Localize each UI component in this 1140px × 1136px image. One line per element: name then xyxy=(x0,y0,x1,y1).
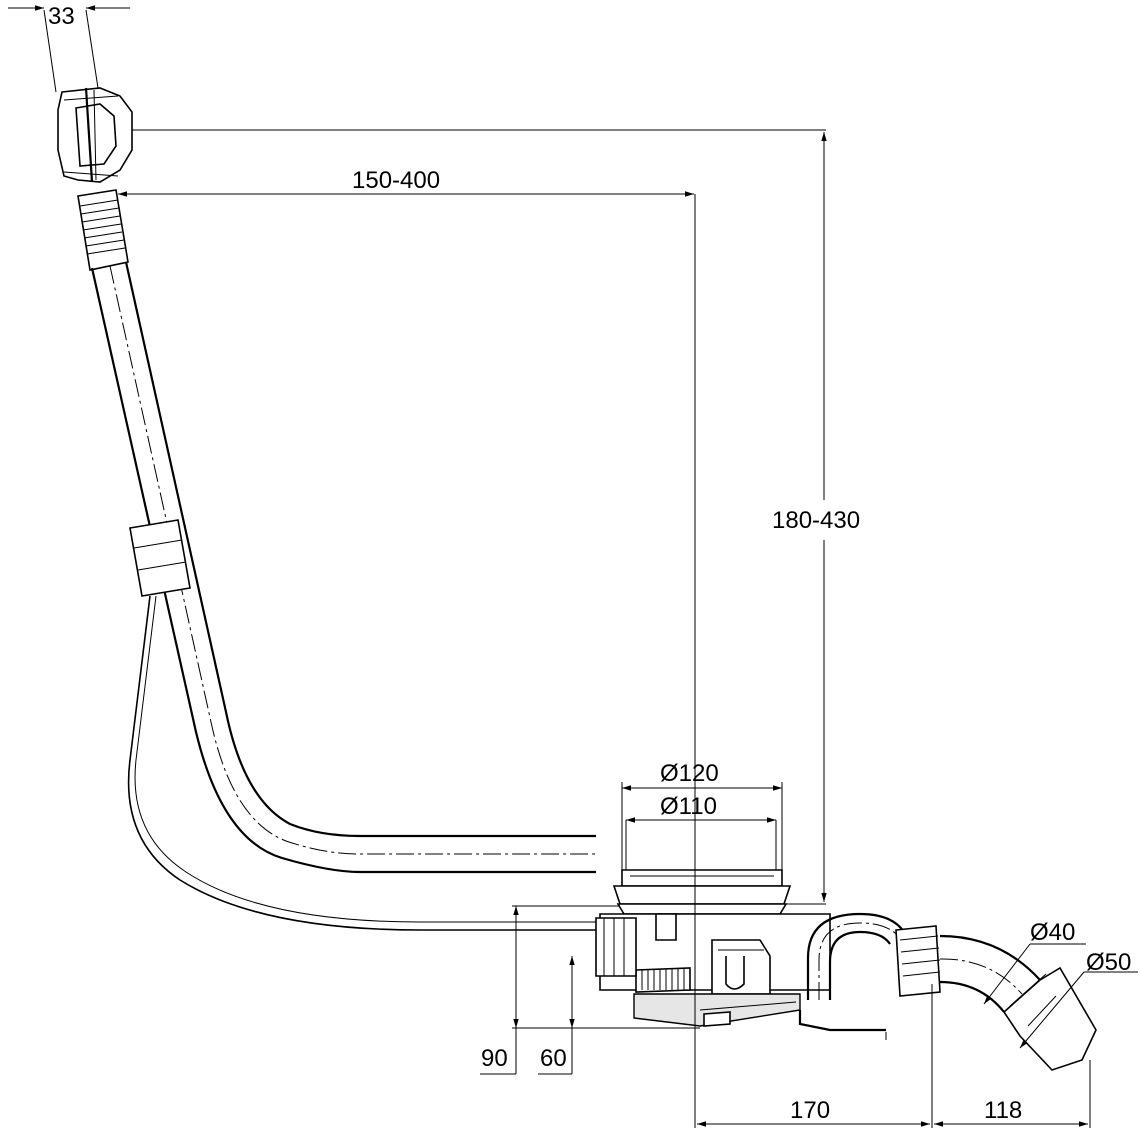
dim-drain-outer-diameter-label: Ø120 xyxy=(660,760,719,787)
dim-outlet-diameter-large: Ø50 xyxy=(1019,949,1138,1049)
dim-height-total-label: 90 xyxy=(481,1045,508,1072)
overflow-pipe xyxy=(90,261,596,874)
drain-body xyxy=(595,869,831,1027)
dim-overflow-width-label: 33 xyxy=(48,3,75,30)
dim-height-total: 90 xyxy=(480,905,700,1075)
outlet-trap xyxy=(798,912,905,1032)
dim-vertical-height: 180-430 xyxy=(132,129,860,905)
dim-height-inlet: 60 xyxy=(538,956,575,1075)
dim-outlet-length-label: 118 xyxy=(984,1097,1022,1124)
dim-length-to-outlet-label: 170 xyxy=(790,1097,830,1124)
dim-overflow-width: 33 xyxy=(8,3,130,93)
dim-outlet-diameter-small-label: Ø40 xyxy=(1030,919,1075,946)
dim-drain-outer-diameter: Ø120 xyxy=(621,760,783,870)
dim-horizontal-reach: 150-400 xyxy=(118,167,696,1128)
dim-horizontal-reach-label: 150-400 xyxy=(352,167,440,194)
dim-drain-inner-diameter-label: Ø110 xyxy=(660,793,717,820)
dim-outlet-length: 118 xyxy=(934,1060,1091,1128)
dim-outlet-diameter-large-label: Ø50 xyxy=(1086,949,1131,976)
dim-length-to-outlet: 170 xyxy=(697,984,933,1128)
outlet-union-nut xyxy=(895,925,941,997)
bowden-cable xyxy=(127,595,642,931)
dim-outlet-diameter-small: Ø40 xyxy=(983,919,1086,1005)
dim-vertical-height-label: 180-430 xyxy=(772,507,860,534)
outlet-elbow xyxy=(939,934,1097,1071)
overflow-head xyxy=(57,87,133,183)
dim-drain-inner-diameter: Ø110 xyxy=(625,793,777,870)
overflow-threaded-connector xyxy=(77,189,129,271)
dim-height-inlet-label: 60 xyxy=(540,1045,567,1072)
